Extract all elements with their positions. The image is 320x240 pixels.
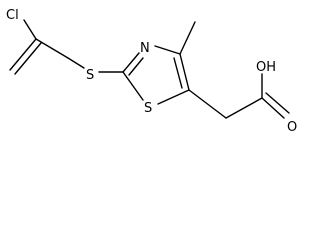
bond-cooh-o-double-a <box>261 97 285 119</box>
atom-label-ring-nitrogen: N <box>140 41 150 56</box>
bond-n3-c4 <box>154 45 181 55</box>
atom-label-hydroxyl: OH <box>256 60 276 75</box>
bond-c2-c1-double-a <box>9 38 37 71</box>
atom-label-carbonyl-oxygen: O <box>287 120 297 135</box>
bond-c2-n3-b <box>128 57 144 76</box>
bond-c2-n3-a <box>122 52 140 73</box>
bond-c2-c3 <box>35 38 69 59</box>
atom-label-ring-sulfur: S <box>144 101 152 116</box>
bond-ch2-cooh <box>225 97 263 119</box>
bond-c4-methyl <box>179 21 196 55</box>
bond-s1-c2 <box>122 71 144 101</box>
bond-c5-s1 <box>157 89 190 105</box>
atom-label-chlorine: Cl <box>6 8 19 23</box>
bond-c4-c5-a <box>179 53 190 91</box>
bond-c4-c5-b <box>173 57 183 89</box>
bond-cooh-o-double-b <box>265 92 290 114</box>
chemical-structure-diagram: Cl S N S OH O <box>6 8 297 135</box>
atom-label-thioether-sulfur: S <box>86 68 94 83</box>
bond-c2-c1-double-b <box>14 42 42 75</box>
bond-c3-s <box>67 57 85 69</box>
bond-cl-c2 <box>23 19 37 40</box>
bond-c5-ch2 <box>188 89 227 119</box>
